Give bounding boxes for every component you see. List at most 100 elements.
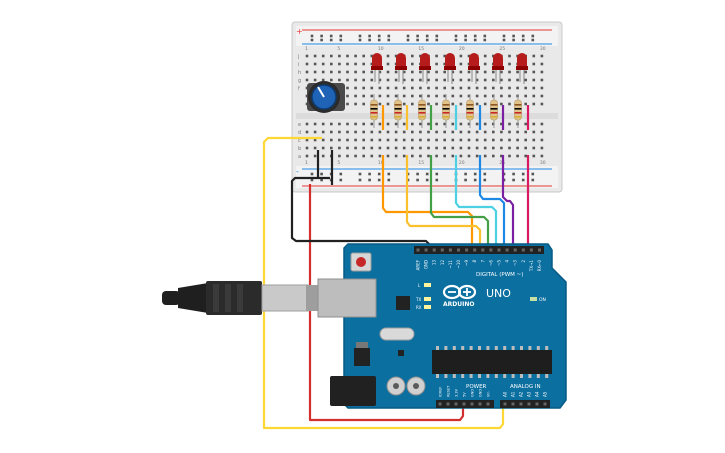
analog-pin-hole[interactable] <box>527 402 531 406</box>
digital-pin-hole[interactable] <box>513 248 517 252</box>
power-pin-hole[interactable] <box>462 402 466 406</box>
digital-pin-hole[interactable] <box>497 248 501 252</box>
digital-pin-hole[interactable] <box>481 248 485 252</box>
breadboard-hole <box>419 54 422 58</box>
breadboard-hole <box>354 122 357 126</box>
breadboard-hole <box>508 62 511 66</box>
analog-header <box>500 400 550 408</box>
digital-pin-hole[interactable] <box>440 248 444 252</box>
breadboard-hole <box>370 122 374 126</box>
digital-header-label: DIGITAL (PWM ~) <box>476 272 523 278</box>
power-pin-hole[interactable] <box>446 402 450 406</box>
breadboard-hole <box>419 122 422 126</box>
power-pin-hole[interactable] <box>478 402 482 406</box>
breadboard-hole <box>435 54 438 58</box>
breadboard-column-number: 15 <box>418 160 424 166</box>
analog-pin-hole[interactable] <box>503 402 507 406</box>
brand-label: ARDUINO <box>443 301 474 308</box>
breadboard-hole <box>483 146 487 150</box>
chip-leg <box>444 374 448 378</box>
breadboard-hole <box>427 102 430 106</box>
analog-pin-hole[interactable] <box>519 402 523 406</box>
power-pin-hole[interactable] <box>486 402 490 406</box>
breadboard-hole <box>313 154 317 158</box>
power-pin-hole[interactable] <box>454 402 458 406</box>
breadboard-hole <box>378 102 382 106</box>
chip-leg <box>511 346 515 350</box>
breadboard-hole <box>330 122 333 126</box>
breadboard-hole <box>467 70 471 74</box>
rail-hole <box>320 178 323 182</box>
chip-leg <box>545 374 549 378</box>
breadboard-hole <box>540 122 544 126</box>
breadboard-hole <box>540 138 544 142</box>
breadboard-hole <box>492 146 495 150</box>
breadboard-hole <box>378 138 382 142</box>
breadboard-hole <box>330 78 333 82</box>
breadboard-hole <box>402 94 406 98</box>
analog-pin-label: A3 <box>527 391 532 397</box>
digital-pin-hole[interactable] <box>416 248 420 252</box>
breadboard-hole <box>378 154 382 158</box>
breadboard-hole <box>500 138 503 142</box>
digital-pin-label: ~5 <box>497 260 502 266</box>
digital-pin-hole[interactable] <box>457 248 460 252</box>
breadboard-hole <box>459 130 463 134</box>
power-pin-hole[interactable] <box>470 402 474 406</box>
breadboard-hole <box>435 78 438 82</box>
breadboard-hole <box>419 146 422 150</box>
digital-pin-hole[interactable] <box>424 248 428 252</box>
breadboard-hole <box>386 146 390 150</box>
rail-hole <box>521 178 525 182</box>
digital-pin-hole[interactable] <box>538 248 541 252</box>
breadboard-hole <box>427 86 430 90</box>
rx-led <box>424 305 431 309</box>
breadboard-hole <box>459 154 463 158</box>
digital-pin-label: ~10 <box>456 260 461 269</box>
digital-pin-hole[interactable] <box>521 248 525 252</box>
analog-pin-hole[interactable] <box>511 402 515 406</box>
digital-pin-hole[interactable] <box>473 248 477 252</box>
breadboard-hole <box>305 146 309 150</box>
breadboard-hole <box>475 70 479 74</box>
chip-leg <box>536 346 540 350</box>
digital-pin-hole[interactable] <box>432 248 436 252</box>
digital-pin-hole[interactable] <box>505 248 509 252</box>
rail-hole <box>377 34 381 38</box>
chip-leg <box>494 346 498 350</box>
analog-pin-hole[interactable] <box>543 402 547 406</box>
breadboard-hole <box>378 94 382 98</box>
digital-pin-hole[interactable] <box>489 248 493 252</box>
breadboard-hole <box>321 122 325 126</box>
chip-leg <box>503 346 507 350</box>
breadboard-hole <box>483 78 487 82</box>
digital-pin-label: ~9 <box>464 260 469 266</box>
breadboard-hole <box>419 154 422 158</box>
breadboard-hole <box>427 78 430 82</box>
chip-leg <box>486 374 490 378</box>
rail-hole <box>368 34 371 38</box>
breadboard-hole <box>524 122 527 126</box>
digital-pin-hole[interactable] <box>529 248 533 252</box>
power-pin-hole[interactable] <box>438 402 442 406</box>
breadboard-row-letter: h <box>298 70 301 76</box>
breadboard-hole <box>540 102 544 106</box>
breadboard-hole <box>483 130 487 134</box>
rail-hole <box>531 34 535 38</box>
rail-hole <box>339 34 343 38</box>
breadboard-hole <box>500 102 503 106</box>
digital-pin-hole[interactable] <box>448 248 452 252</box>
chip-leg <box>452 374 456 378</box>
breadboard-hole <box>394 94 398 98</box>
potentiometer[interactable] <box>307 81 345 113</box>
breadboard-hole <box>532 70 536 74</box>
breadboard-hole <box>443 70 446 74</box>
rail-hole <box>368 172 371 176</box>
analog-pin-hole[interactable] <box>535 402 539 406</box>
breadboard-hole <box>508 122 511 126</box>
breadboard-hole <box>427 70 430 74</box>
digital-pin-hole[interactable] <box>465 248 469 252</box>
analog-header-label: ANALOG IN <box>510 384 541 390</box>
power-pin-holes <box>438 402 490 406</box>
